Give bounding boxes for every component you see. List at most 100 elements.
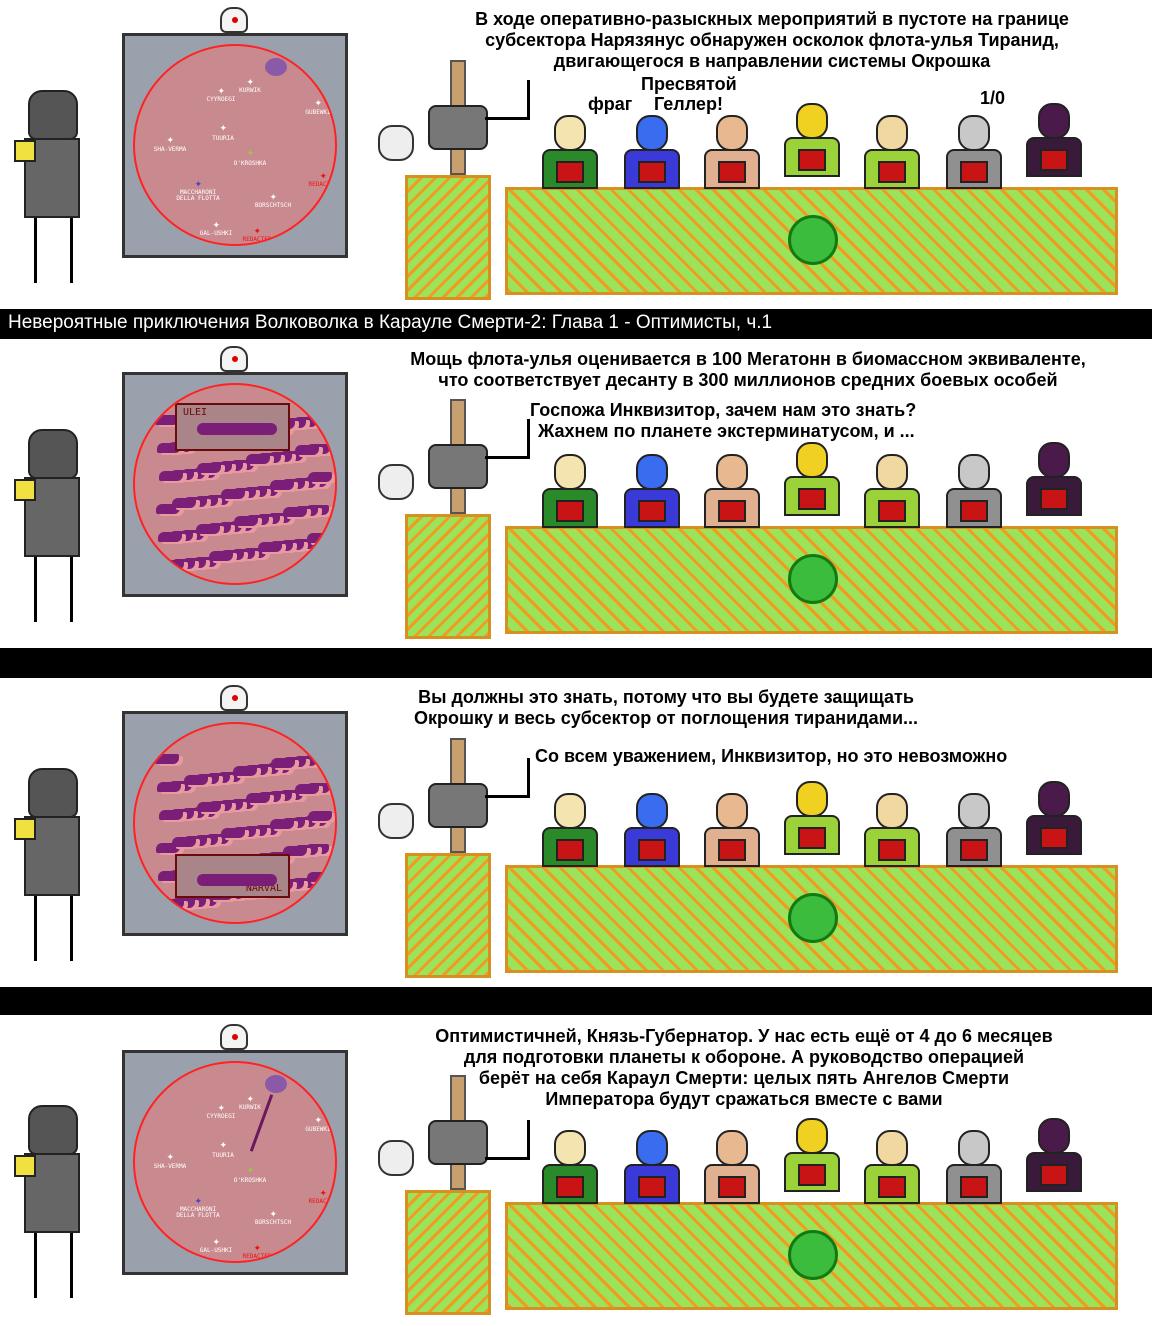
lectern-book — [1040, 488, 1068, 510]
map-hologram: ULEI — [133, 383, 337, 585]
dialogue-line: Со всем уважением, Инквизитор, но это не… — [535, 746, 1008, 766]
tyranid-bioship-icon — [308, 472, 332, 482]
council-member — [944, 454, 1004, 529]
council-table — [505, 1202, 1118, 1310]
map-label: GAL-USHKI — [199, 230, 233, 237]
inquisitor-figure — [14, 90, 98, 283]
inquisitor-leg — [34, 557, 37, 622]
tyranid-bioship-icon — [307, 533, 331, 543]
tactical-map: NARVAL — [122, 711, 348, 936]
panel-divider — [0, 987, 1152, 1015]
speaker-figure — [428, 1120, 488, 1165]
member-head — [958, 793, 990, 829]
skull-icon — [220, 1024, 248, 1050]
council-member — [540, 454, 600, 529]
star-system-icon: ✦ — [246, 148, 255, 158]
lectern-book — [1040, 1164, 1068, 1186]
tactical-map: ULEI — [122, 372, 348, 597]
podium — [405, 1190, 491, 1315]
lectern-book — [878, 1176, 906, 1198]
map-label: REDACTED — [242, 236, 272, 243]
tyranid-bioship-icon — [158, 871, 182, 881]
emblem-icon — [788, 1230, 838, 1280]
council-member — [540, 1130, 600, 1205]
council-member — [782, 103, 842, 178]
bioship-icon — [197, 423, 277, 435]
tyranid-bioship-icon — [155, 754, 179, 764]
inquisitor-figure — [14, 768, 98, 961]
inquisitor-leg — [70, 557, 73, 622]
inquisitor-leg — [70, 896, 73, 961]
council-member — [540, 115, 600, 190]
emblem-icon — [788, 215, 838, 265]
star-system-icon: ✦ — [269, 1209, 278, 1219]
speech-line: В ходе оперативно-разыскных мероприятий … — [475, 9, 1069, 29]
member-body — [784, 137, 840, 177]
member-head — [876, 115, 908, 151]
tyranid-bioship-icon — [234, 516, 258, 526]
council-member — [540, 793, 600, 868]
map-label: KURWIK — [239, 87, 261, 94]
inquisitor-leg — [34, 218, 37, 283]
star-system-icon: ✦ — [314, 98, 323, 108]
servo-skull-icon — [378, 803, 414, 839]
hive-fleet-marker — [265, 1075, 287, 1093]
tyranid-bioship-icon — [270, 480, 294, 490]
star-system-icon: ✦ — [253, 226, 262, 236]
podium — [405, 175, 491, 300]
speech-line: двигающегося в направлении системы Окрош… — [553, 51, 991, 71]
map-label: O'KROSHKA — [233, 160, 267, 167]
lectern-book — [638, 500, 666, 522]
star-system-icon: ✦ — [212, 220, 221, 230]
emblem-icon — [788, 893, 838, 943]
star-system-icon: ✦ — [217, 1103, 226, 1113]
lectern-book — [718, 839, 746, 861]
servo-skull-icon — [378, 125, 414, 161]
member-head — [716, 454, 748, 490]
council-member — [944, 1130, 1004, 1205]
lectern-book — [1040, 827, 1068, 849]
speech-tail — [485, 758, 530, 798]
inquisitor-helmet — [28, 90, 78, 140]
speech-line: Мощь флота-улья оценивается в 100 Мегато… — [410, 349, 1086, 369]
lectern-book — [556, 839, 584, 861]
dialogue-line: Геллер! — [654, 94, 723, 114]
lectern-book — [798, 488, 826, 510]
star-system-icon: ✦ — [194, 179, 203, 189]
member-head — [636, 115, 668, 151]
map-label: TUURIA — [212, 135, 234, 142]
tyranid-bioship-icon — [159, 810, 183, 820]
skull-icon — [220, 685, 248, 711]
member-head — [958, 454, 990, 490]
map-hologram: NARVAL — [133, 722, 337, 924]
council-member — [862, 115, 922, 190]
dataslate-icon — [14, 140, 36, 162]
speech-line: субсектора Нарязянус обнаружен осколок ф… — [485, 30, 1059, 50]
council-member — [862, 793, 922, 868]
council-table — [505, 187, 1118, 295]
star-system-icon: ✦ — [166, 1152, 175, 1162]
lectern-book — [878, 161, 906, 183]
council-member — [1024, 442, 1084, 517]
dialogue-line: 1/0 — [980, 88, 1006, 108]
dialogue-line: Госпожа Инквизитор, зачем нам это знать? — [530, 400, 917, 420]
tyranid-bioship-icon — [156, 504, 180, 514]
speech-line: Императора будут сражаться вместе с вами — [545, 1089, 943, 1109]
tyranid-bioship-icon — [172, 837, 196, 847]
star-system-icon: ✦ — [314, 1115, 323, 1125]
star-system-icon: ✦ — [253, 1243, 262, 1253]
dialogue-line: Пресвятой — [641, 74, 737, 94]
inquisitor-figure — [14, 429, 98, 622]
tyranid-bioship-icon — [197, 802, 221, 812]
inquisitor-helmet — [28, 429, 78, 479]
star-system-icon: ✦ — [269, 192, 278, 202]
member-head — [876, 454, 908, 490]
star-system-icon: ✦ — [246, 1165, 255, 1175]
tyranid-bioship-icon — [270, 819, 294, 829]
council-member — [782, 1118, 842, 1193]
inquisitor-leg — [70, 218, 73, 283]
star-system-icon: ✦ — [319, 1188, 328, 1198]
servo-skull-icon — [378, 1140, 414, 1176]
